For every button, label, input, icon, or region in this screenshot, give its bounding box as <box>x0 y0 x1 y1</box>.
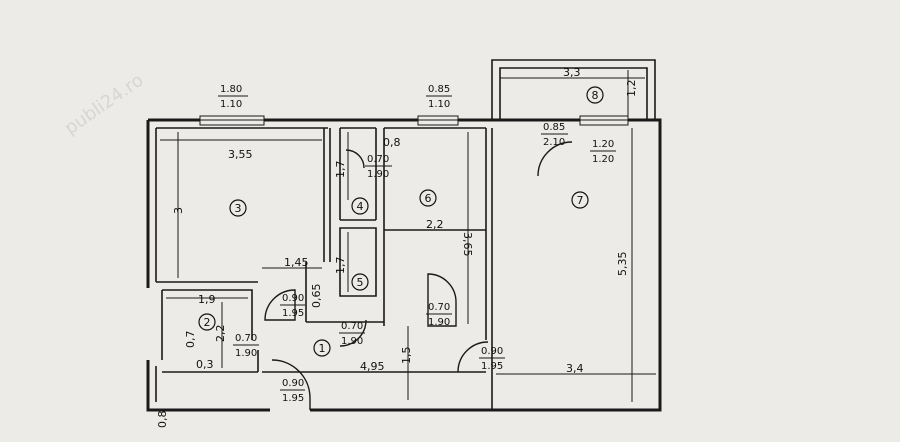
door-room7-top: 0.90 <box>481 346 503 357</box>
door-room6-bottom: 1.90 <box>428 317 450 328</box>
dim-room3-width-label: 3,55 <box>228 148 253 161</box>
door-bath-bottom: 1.90 <box>367 169 389 180</box>
window4-bottom-label: 1.20 <box>592 154 614 165</box>
door-room3-bottom: 1.95 <box>282 308 304 319</box>
room-label-5: 5 <box>351 273 369 291</box>
window3-top-label: 0.85 <box>543 122 565 133</box>
room5-walls <box>339 227 377 297</box>
dim-room6-width-label: 2,2 <box>426 218 444 231</box>
dim-room7-width-label: 3,4 <box>566 362 584 375</box>
dim-hall-width-label: 1,45 <box>284 256 309 269</box>
window4-top-label: 1.20 <box>592 139 614 150</box>
dim-room2-a-label: 0,7 <box>184 331 197 349</box>
door-arc-room6 <box>427 273 457 327</box>
window1-top-label: 1.80 <box>220 84 242 95</box>
window1-bottom-label: 1.10 <box>220 99 242 110</box>
door-room2-top: 0.70 <box>235 333 257 344</box>
room-label-8: 8 <box>586 86 604 104</box>
door-arc-room5 <box>339 319 367 347</box>
dim-corridor-height-label: 1,5 <box>400 347 413 365</box>
svg-text:3: 3 <box>235 202 242 215</box>
dim-balcony-width-label: 3,3 <box>563 66 581 79</box>
balcony-walls <box>491 59 656 120</box>
room4-walls <box>339 127 377 221</box>
dim-corridor-width-label: 4,95 <box>360 360 385 373</box>
dim-room3-height-label: 3 <box>172 207 185 214</box>
room-label-6: 6 <box>419 189 437 207</box>
door-room7-bottom: 1.95 <box>481 361 503 372</box>
door-room5-bottom: 1.90 <box>341 336 363 347</box>
door-arc-balcony <box>537 141 573 177</box>
door-room2-bottom: 1.90 <box>235 348 257 359</box>
dim-room5-height-label: 1,7 <box>334 257 347 275</box>
dim-balcony-height-label: 1,2 <box>625 80 638 98</box>
svg-text:4: 4 <box>357 200 364 213</box>
dim-room2-width-label: 1,9 <box>198 293 216 306</box>
svg-text:7: 7 <box>577 194 584 207</box>
svg-text:1: 1 <box>319 342 326 355</box>
window2-bottom-label: 1.10 <box>428 99 450 110</box>
door-entry-bottom: 1.95 <box>282 393 304 404</box>
window3-bottom-label: 2.10 <box>543 137 565 148</box>
door-room6-top: 0.70 <box>428 302 450 313</box>
watermark: publi24.ro <box>61 70 148 139</box>
dim-room4-top-label: 0,8 <box>383 136 401 149</box>
room-label-3: 3 <box>229 199 247 217</box>
door-arc-room3 <box>264 289 296 321</box>
door-arc-entry <box>271 359 311 410</box>
outer-wall-left-bottom <box>146 120 497 412</box>
room3-walls <box>156 127 331 283</box>
room-label-4: 4 <box>351 197 369 215</box>
door-entry-top: 0.90 <box>282 378 304 389</box>
room2-walls <box>161 289 259 373</box>
dim-room2-b-label: 0,3 <box>196 358 214 371</box>
dim-room6-height-label: 3,65 <box>461 232 474 257</box>
room6-walls <box>383 127 493 410</box>
room-label-1: 1 <box>313 339 331 357</box>
door-bath-top: 0.70 <box>367 154 389 165</box>
door-room3-top: 0.90 <box>282 293 304 304</box>
window2-top-label: 0.85 <box>428 84 450 95</box>
svg-text:8: 8 <box>592 89 599 102</box>
svg-text:2: 2 <box>204 316 211 329</box>
dim-room4-height-label: 1,7 <box>334 161 347 179</box>
dim-hall-small-label: 0,65 <box>310 284 323 309</box>
svg-text:5: 5 <box>357 276 364 289</box>
dim-room7-height-label: 5,35 <box>616 252 629 277</box>
hall-walls <box>305 262 384 323</box>
svg-text:6: 6 <box>425 192 432 205</box>
door-arc-room7 <box>457 341 489 373</box>
dim-bottom-left-label: 0,8 <box>156 411 169 429</box>
room-label-2: 2 <box>198 313 216 331</box>
door-arc-bath <box>345 149 365 169</box>
room-label-7: 7 <box>571 191 589 209</box>
dim-room2-height-label: 2,2 <box>214 325 227 343</box>
door-room5-top: 0.70 <box>341 321 363 332</box>
